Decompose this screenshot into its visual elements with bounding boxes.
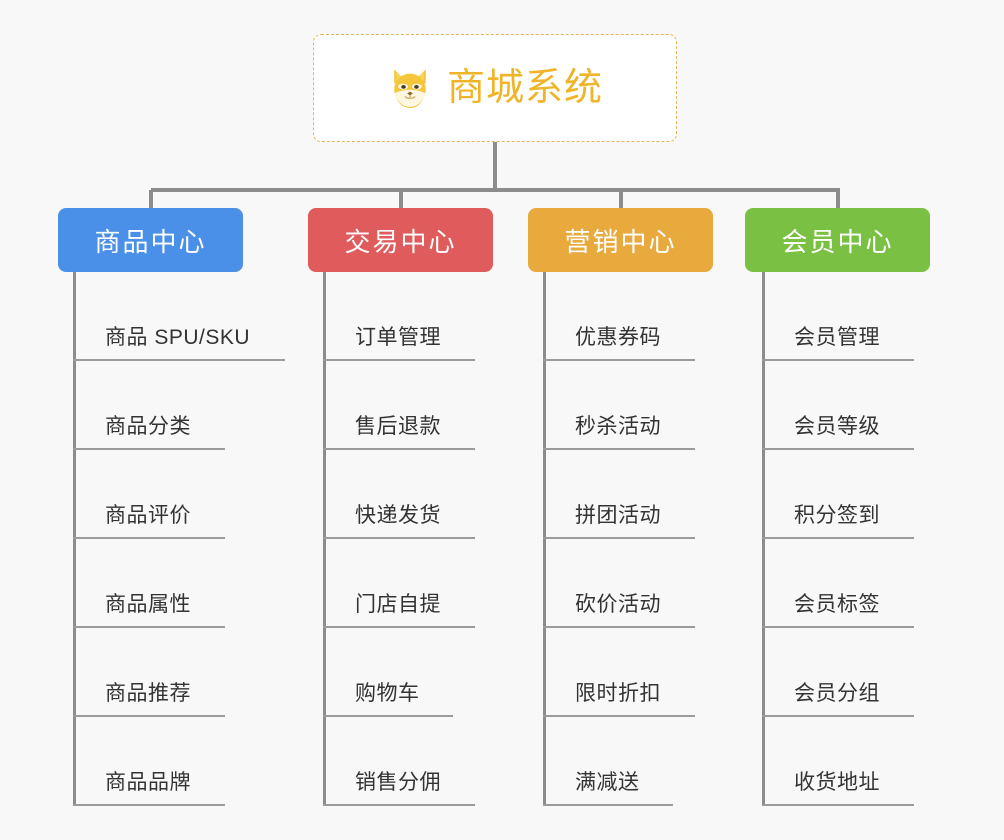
leaf-item[interactable]: 商品 SPU/SKU [73,272,285,361]
leaf-item[interactable]: 商品推荐 [73,628,225,717]
leaf-item-underline [73,448,225,450]
branch-drop-connector-trade-center [398,190,403,208]
leaf-item-label: 会员管理 [794,326,880,349]
leaf-item-label: 收货地址 [794,771,880,794]
leaf-item-underline [73,715,225,717]
root-title: 商城系统 [446,67,603,109]
leaf-item[interactable]: 拼团活动 [543,450,695,539]
category-label: 商品中心 [94,226,207,257]
leaf-item-underline [543,715,695,717]
category-box-product-center[interactable]: 商品中心 [58,208,243,272]
leaf-item[interactable]: 购物车 [323,628,453,717]
leaf-item-underline [762,715,914,717]
leaf-item-underline [543,448,695,450]
category-label: 会员中心 [781,226,894,257]
leaf-item-label: 拼团活动 [575,504,661,527]
leaf-item-label: 满减送 [575,771,640,794]
leaf-item-underline [762,804,914,806]
leaf-item[interactable]: 快递发货 [323,450,475,539]
branch-spine [323,272,326,806]
leaf-item[interactable]: 优惠券码 [543,272,695,361]
leaf-item-underline [323,715,453,717]
leaf-item-underline [323,626,475,628]
leaf-item-label: 商品评价 [105,504,191,527]
category-box-marketing-center[interactable]: 营销中心 [528,208,713,272]
leaf-item-label: 门店自提 [355,593,441,616]
leaf-item-underline [762,359,914,361]
leaf-item-label: 售后退款 [355,415,441,438]
leaf-item-label: 商品品牌 [105,771,191,794]
leaf-item[interactable]: 商品属性 [73,539,225,628]
leaf-item[interactable]: 满减送 [543,717,673,806]
leaf-item-underline [543,626,695,628]
leaf-item-underline [323,537,475,539]
leaf-item-label: 会员标签 [794,593,880,616]
leaf-item[interactable]: 会员管理 [762,272,914,361]
leaf-item[interactable]: 商品评价 [73,450,225,539]
leaf-item-underline [762,537,914,539]
category-box-member-center[interactable]: 会员中心 [745,208,930,272]
shiba-dog-icon [394,69,426,109]
category-label: 交易中心 [344,226,457,257]
leaf-item-label: 秒杀活动 [575,415,661,438]
branch-spine [73,272,76,806]
branch-drop-connector-member-center [835,190,840,208]
leaf-item[interactable]: 限时折扣 [543,628,695,717]
leaf-item-label: 优惠券码 [575,326,661,349]
leaf-item[interactable]: 销售分佣 [323,717,475,806]
leaf-item-label: 商品 SPU/SKU [105,326,251,349]
branch-bus-connector [150,188,840,192]
leaf-item-label: 订单管理 [355,326,441,349]
leaf-item-underline [762,626,914,628]
leaf-item[interactable]: 积分签到 [762,450,914,539]
leaf-item-underline [543,359,695,361]
leaf-item[interactable]: 商品分类 [73,361,225,450]
leaf-item-underline [323,804,475,806]
root-node[interactable]: 商城系统 [313,34,677,142]
leaf-item[interactable]: 商品品牌 [73,717,225,806]
leaf-item-label: 会员等级 [794,415,880,438]
leaf-item-label: 商品属性 [105,593,191,616]
category-box-trade-center[interactable]: 交易中心 [308,208,493,272]
branch-spine [762,272,765,806]
leaf-item[interactable]: 门店自提 [323,539,475,628]
leaf-item[interactable]: 会员分组 [762,628,914,717]
leaf-item[interactable]: 收货地址 [762,717,914,806]
category-label: 营销中心 [564,226,677,257]
leaf-item-label: 砍价活动 [575,593,661,616]
leaf-item[interactable]: 订单管理 [323,272,475,361]
leaf-item-label: 会员分组 [794,682,880,705]
leaf-item-label: 积分签到 [794,504,880,527]
leaf-item-underline [543,537,695,539]
leaf-item-label: 销售分佣 [355,771,441,794]
leaf-item-underline [323,359,475,361]
branch-drop-connector-product-center [148,190,153,208]
leaf-item-label: 商品推荐 [105,682,191,705]
leaf-item-label: 快递发货 [355,504,441,527]
leaf-item[interactable]: 会员等级 [762,361,914,450]
branch-drop-connector-marketing-center [618,190,623,208]
leaf-item[interactable]: 秒杀活动 [543,361,695,450]
leaf-item-label: 购物车 [355,682,420,705]
leaf-item[interactable]: 会员标签 [762,539,914,628]
leaf-item-label: 限时折扣 [575,682,661,705]
branch-spine [543,272,546,806]
leaf-item-underline [762,448,914,450]
leaf-item-underline [73,359,285,361]
leaf-item-label: 商品分类 [105,415,191,438]
leaf-item-underline [543,804,673,806]
leaf-item-underline [73,804,225,806]
leaf-item[interactable]: 砍价活动 [543,539,695,628]
leaf-item-underline [323,448,475,450]
leaf-item[interactable]: 售后退款 [323,361,475,450]
leaf-item-underline [73,537,225,539]
leaf-item-underline [73,626,225,628]
root-trunk-connector [493,142,497,192]
